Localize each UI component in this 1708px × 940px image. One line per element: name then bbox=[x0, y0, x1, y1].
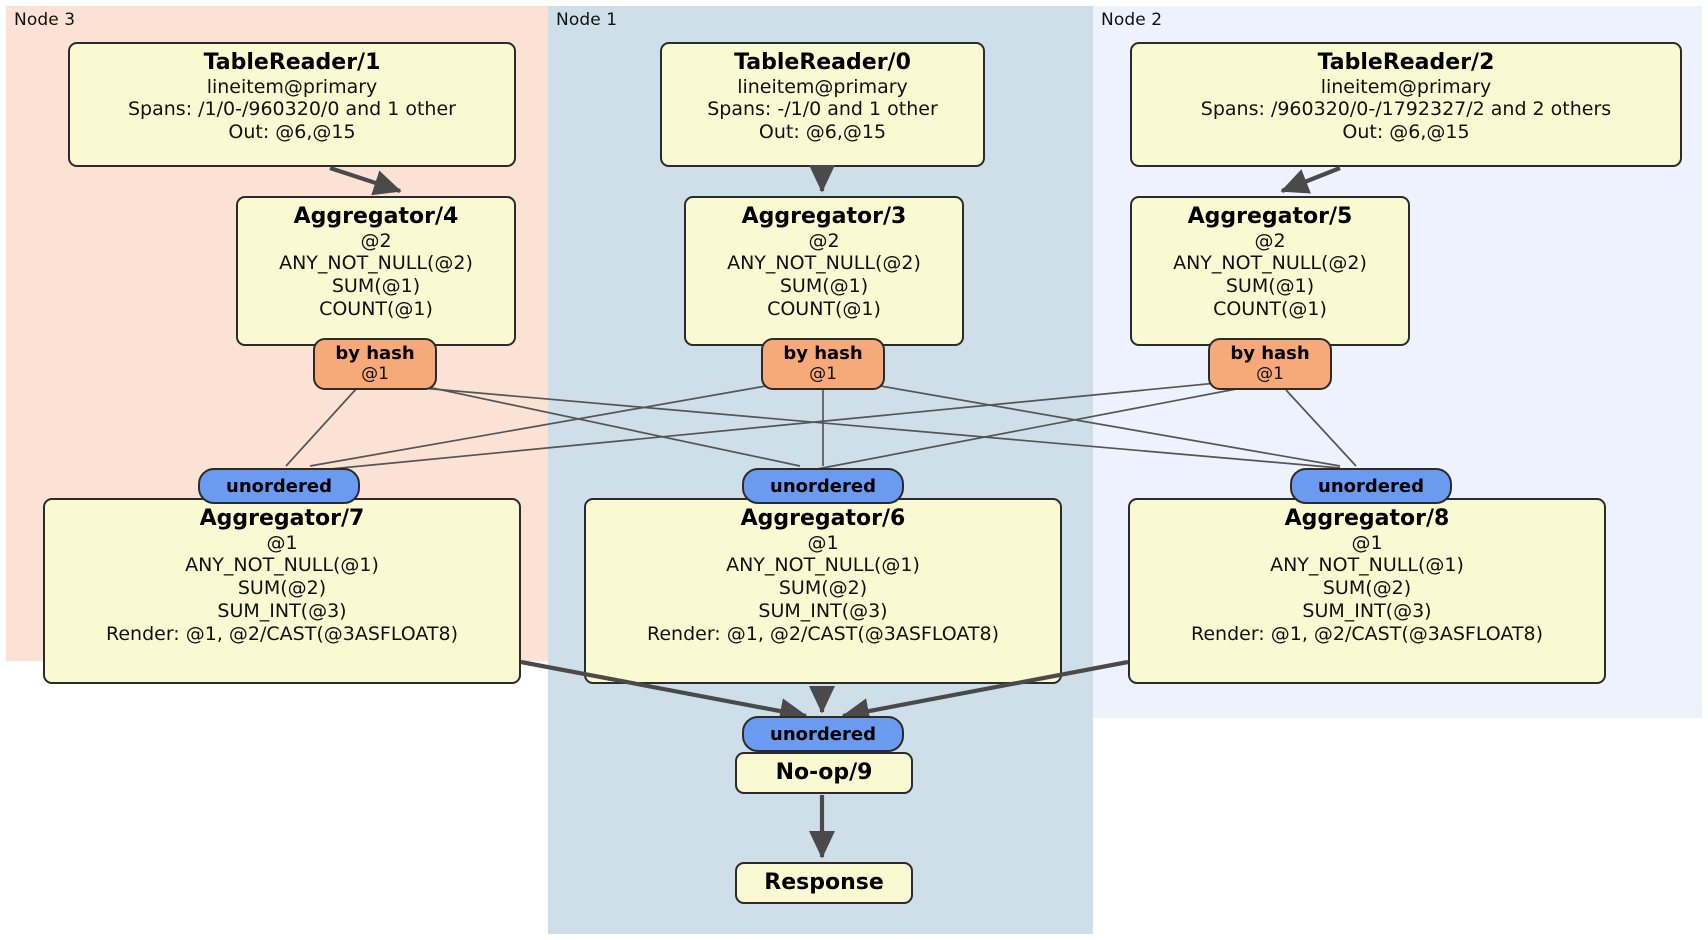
processor-detail-agg3: SUM_INT(@3) bbox=[217, 599, 347, 622]
processor-detail-agg2: SUM(@2) bbox=[237, 577, 327, 600]
processor-detail-agg1: ANY_NOT_NULL(@2) bbox=[279, 252, 473, 275]
processor-tablereader-2[interactable]: TableReader/2 lineitem@primary Spans: /9… bbox=[1130, 42, 1682, 167]
processor-title: TableReader/2 bbox=[1317, 50, 1495, 75]
processor-title: Response bbox=[764, 870, 884, 896]
synchronizer-unordered-center[interactable]: unordered bbox=[742, 468, 904, 504]
processor-aggregator-8[interactable]: Aggregator/8 @1 ANY_NOT_NULL(@1) SUM(@2)… bbox=[1128, 498, 1606, 684]
processor-detail-agg2: SUM(@2) bbox=[778, 577, 868, 600]
processor-detail-agg3: COUNT(@1) bbox=[319, 297, 433, 320]
router-by-hash-left[interactable]: by hash @1 bbox=[313, 338, 437, 390]
processor-title: No-op/9 bbox=[775, 760, 873, 786]
processor-detail-agg2: SUM(@2) bbox=[1322, 577, 1412, 600]
processor-detail-agg1: ANY_NOT_NULL(@2) bbox=[1173, 252, 1367, 275]
processor-detail-agg3: SUM_INT(@3) bbox=[758, 599, 888, 622]
processor-title: Aggregator/4 bbox=[293, 204, 459, 229]
processor-detail-render: Render: @1, @2/CAST(@3ASFLOAT8) bbox=[647, 622, 999, 645]
synchronizer-unordered-right[interactable]: unordered bbox=[1290, 468, 1452, 504]
router-label: by hash bbox=[783, 343, 863, 365]
router-column: @1 bbox=[1256, 363, 1284, 384]
processor-detail-table: lineitem@primary bbox=[1320, 75, 1492, 98]
processor-detail-agg3: SUM_INT(@3) bbox=[1302, 599, 1432, 622]
processor-aggregator-6[interactable]: Aggregator/6 @1 ANY_NOT_NULL(@1) SUM(@2)… bbox=[584, 498, 1062, 684]
processor-detail-groupcol: @2 bbox=[1254, 229, 1286, 252]
panel-node-1-label: Node 1 bbox=[556, 10, 618, 30]
processor-detail-spans: Spans: -/1/0 and 1 other bbox=[707, 98, 938, 121]
processor-detail-out: Out: @6,@15 bbox=[228, 121, 356, 144]
processor-tablereader-1[interactable]: TableReader/1 lineitem@primary Spans: /1… bbox=[68, 42, 516, 167]
processor-detail-agg2: SUM(@1) bbox=[1225, 275, 1315, 298]
processor-detail-agg2: SUM(@1) bbox=[331, 275, 421, 298]
synchronizer-unordered-final[interactable]: unordered bbox=[742, 716, 904, 752]
processor-detail-agg1: ANY_NOT_NULL(@1) bbox=[1270, 554, 1464, 577]
panel-node-3-label: Node 3 bbox=[14, 10, 76, 30]
processor-title: Aggregator/3 bbox=[741, 204, 907, 229]
processor-detail-out: Out: @6,@15 bbox=[1342, 121, 1470, 144]
processor-detail-spans: Spans: /1/0-/960320/0 and 1 other bbox=[128, 98, 456, 121]
processor-no-op-9[interactable]: No-op/9 bbox=[735, 752, 913, 794]
processor-title: TableReader/1 bbox=[203, 50, 381, 75]
processor-tablereader-0[interactable]: TableReader/0 lineitem@primary Spans: -/… bbox=[660, 42, 985, 167]
processor-detail-groupcol: @1 bbox=[1351, 531, 1383, 554]
router-label: by hash bbox=[335, 343, 415, 365]
processor-detail-render: Render: @1, @2/CAST(@3ASFLOAT8) bbox=[106, 622, 458, 645]
processor-aggregator-4[interactable]: Aggregator/4 @2 ANY_NOT_NULL(@2) SUM(@1)… bbox=[236, 196, 516, 346]
router-label: by hash bbox=[1230, 343, 1310, 365]
processor-response[interactable]: Response bbox=[735, 862, 913, 904]
router-column: @1 bbox=[361, 363, 389, 384]
router-by-hash-right[interactable]: by hash @1 bbox=[1208, 338, 1332, 390]
processor-title: Aggregator/7 bbox=[199, 506, 365, 531]
processor-detail-groupcol: @1 bbox=[807, 531, 839, 554]
router-by-hash-center[interactable]: by hash @1 bbox=[761, 338, 885, 390]
processor-detail-agg2: SUM(@1) bbox=[779, 275, 869, 298]
processor-detail-spans: Spans: /960320/0-/1792327/2 and 2 others bbox=[1200, 98, 1612, 121]
processor-aggregator-7[interactable]: Aggregator/7 @1 ANY_NOT_NULL(@1) SUM(@2)… bbox=[43, 498, 521, 684]
processor-detail-groupcol: @2 bbox=[360, 229, 392, 252]
processor-detail-groupcol: @1 bbox=[266, 531, 298, 554]
processor-detail-groupcol: @2 bbox=[808, 229, 840, 252]
processor-detail-out: Out: @6,@15 bbox=[758, 121, 887, 144]
synchronizer-unordered-left[interactable]: unordered bbox=[198, 468, 360, 504]
router-column: @1 bbox=[809, 363, 837, 384]
processor-detail-agg1: ANY_NOT_NULL(@1) bbox=[726, 554, 920, 577]
processor-title: Aggregator/6 bbox=[740, 506, 906, 531]
processor-title: Aggregator/8 bbox=[1284, 506, 1450, 531]
processor-detail-render: Render: @1, @2/CAST(@3ASFLOAT8) bbox=[1191, 622, 1543, 645]
processor-detail-table: lineitem@primary bbox=[206, 75, 378, 98]
processor-detail-agg3: COUNT(@1) bbox=[1213, 297, 1327, 320]
processor-title: TableReader/0 bbox=[734, 50, 911, 75]
panel-node-2-label: Node 2 bbox=[1101, 10, 1163, 30]
processor-aggregator-3[interactable]: Aggregator/3 @2 ANY_NOT_NULL(@2) SUM(@1)… bbox=[684, 196, 964, 346]
processor-title: Aggregator/5 bbox=[1187, 204, 1353, 229]
processor-detail-agg1: ANY_NOT_NULL(@2) bbox=[727, 252, 921, 275]
processor-detail-agg3: COUNT(@1) bbox=[767, 297, 881, 320]
processor-detail-table: lineitem@primary bbox=[737, 75, 908, 98]
processor-detail-agg1: ANY_NOT_NULL(@1) bbox=[185, 554, 379, 577]
